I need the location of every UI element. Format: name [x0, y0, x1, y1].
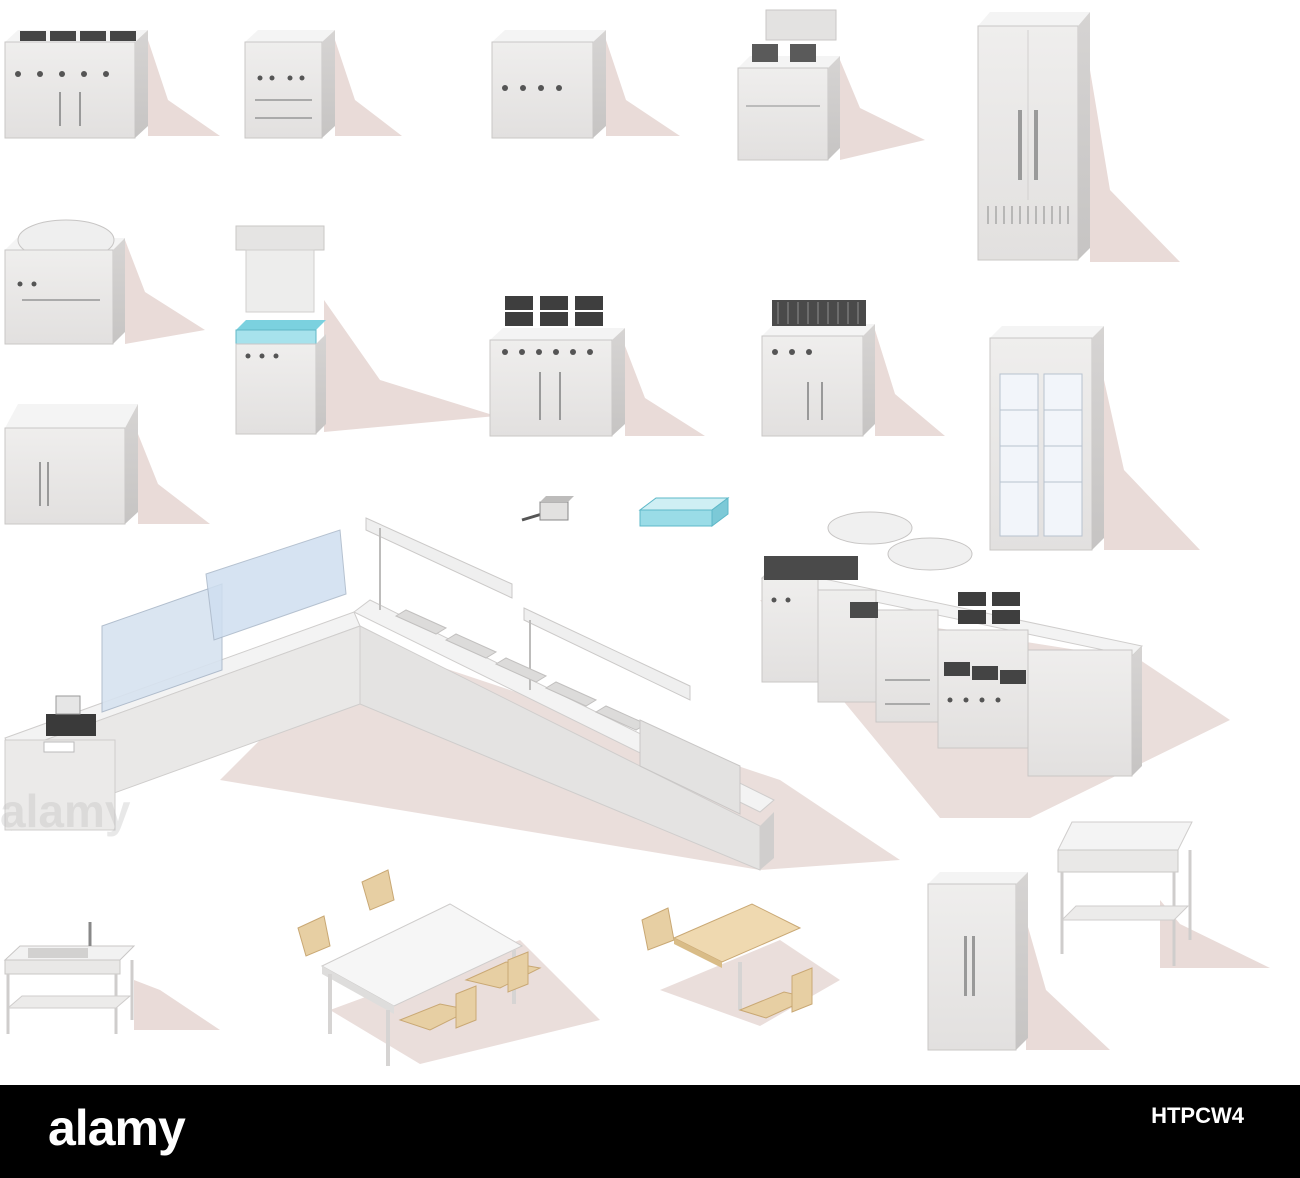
gas-range-icon	[4, 30, 220, 139]
cooking-line-icon	[760, 511, 1230, 818]
cafe-table-set-icon	[641, 903, 840, 1026]
prep-table-icon	[1057, 821, 1270, 968]
dining-table-set-icon	[297, 869, 600, 1066]
kitchen-equipment-scene	[3, 9, 1270, 1066]
hot-plate-range-icon	[489, 296, 705, 437]
grill-station-icon	[761, 300, 945, 437]
solid-top-range-icon	[491, 30, 680, 139]
sink-table-icon	[3, 922, 220, 1034]
tilting-kettle-icon	[4, 219, 205, 345]
watermark-text: alamy	[0, 785, 131, 837]
salamander-broiler-icon	[235, 225, 496, 435]
base-cabinet-icon	[4, 404, 210, 525]
electric-griddle-oven-icon	[244, 30, 402, 139]
serving-counter-icon	[4, 517, 900, 871]
deep-fryer-icon	[737, 9, 925, 161]
footer-bar: alamy HTPCW4	[0, 1085, 1300, 1178]
fryer-basket-icon	[521, 496, 574, 522]
single-refrigerator-icon	[927, 872, 1110, 1051]
double-door-refrigerator-icon	[977, 12, 1180, 262]
image-id: HTPCW4	[1151, 1103, 1244, 1128]
blue-tray-icon	[638, 497, 730, 527]
glass-door-cooler-icon	[989, 326, 1200, 551]
alamy-logo: alamy	[48, 1100, 186, 1156]
